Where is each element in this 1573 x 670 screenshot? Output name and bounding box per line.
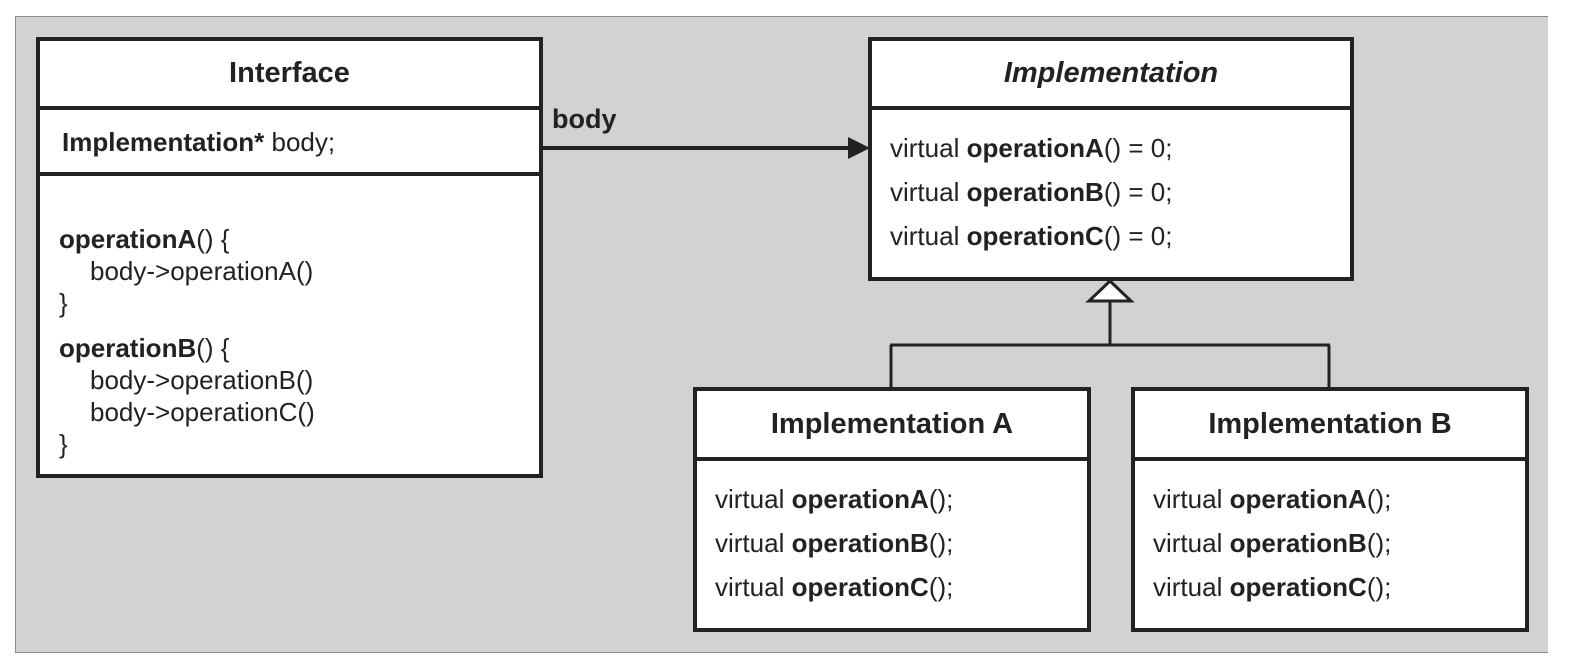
operation-b-signature: operationB() {	[59, 333, 229, 364]
implementation-op: virtual operationA() = 0;	[890, 133, 1173, 163]
implementation-b-op: virtual operationB();	[1153, 528, 1392, 558]
implementation-op: virtual operationB() = 0;	[890, 177, 1173, 207]
interface-title: Interface	[40, 41, 539, 110]
implementation-title: Implementation	[872, 41, 1350, 110]
operation-b-rest: () {	[196, 333, 230, 363]
operation-b-body-1: body->operationB()	[90, 365, 314, 395]
implementation-a-op: virtual operationB();	[715, 528, 954, 558]
implementation-b-op: virtual operationA();	[1153, 484, 1392, 514]
operation-a-body: body->operationA()	[90, 256, 314, 286]
implementation-b-title: Implementation B	[1135, 391, 1525, 461]
operation-a-name: operationA	[59, 224, 197, 254]
implementation-a-title: Implementation A	[697, 391, 1087, 461]
association-label: body	[552, 104, 617, 134]
operation-a-close: }	[59, 288, 68, 318]
implementation-op: virtual operationC() = 0;	[890, 221, 1173, 251]
operation-b-name: operationB	[59, 333, 197, 363]
implementation-b-class: Implementation B virtual operationA(); v…	[1131, 387, 1529, 632]
generalization-triangle	[1085, 278, 1135, 303]
attribute-name: body;	[271, 127, 336, 157]
attribute-type: Implementation*	[62, 127, 265, 157]
interface-class: Interface Implementation* body; operatio…	[36, 37, 543, 478]
association-arrowhead	[848, 137, 870, 159]
implementation-a-op: virtual operationC();	[715, 572, 954, 602]
operation-a-rest: () {	[196, 224, 230, 254]
attribute-line: Implementation* body;	[62, 127, 335, 158]
operation-b-body-2: body->operationC()	[90, 397, 315, 427]
operation-b-close: }	[59, 429, 68, 459]
implementation-a-class: Implementation A virtual operationA(); v…	[693, 387, 1091, 632]
operation-a-signature: operationA() {	[59, 224, 229, 255]
implementation-class: Implementation virtual operationA() = 0;…	[868, 37, 1354, 281]
implementation-a-op: virtual operationA();	[715, 484, 954, 514]
implementation-b-op: virtual operationC();	[1153, 572, 1392, 602]
interface-attributes: Implementation* body;	[40, 110, 539, 176]
